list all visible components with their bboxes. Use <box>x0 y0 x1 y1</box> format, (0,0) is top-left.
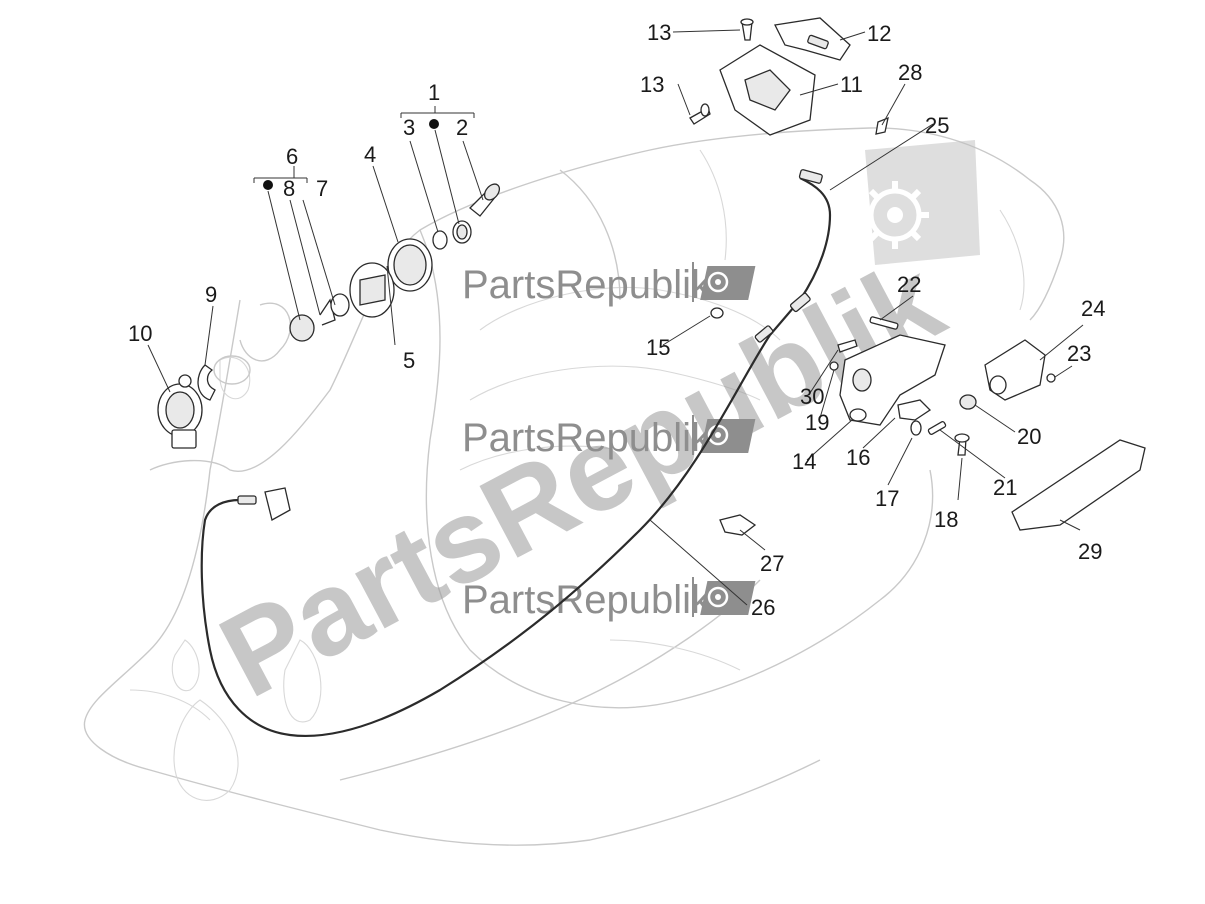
callout-15: 15 <box>646 335 670 360</box>
cable-clip <box>719 514 757 536</box>
callout-20: 20 <box>1017 424 1041 449</box>
callout-21: 21 <box>993 475 1017 500</box>
callout-12: 12 <box>867 21 891 46</box>
callout-3: 3 <box>403 115 415 140</box>
watermark-text: PartsRepublik <box>462 416 712 460</box>
watermark-row-1: PartsRepublik <box>462 262 756 307</box>
saddle-lock-parts-group <box>710 307 1056 456</box>
callout-26: 26 <box>751 595 775 620</box>
leader-lines <box>147 29 1084 606</box>
watermark-text: PartsRepublik <box>462 578 712 622</box>
cable-end-fitting <box>237 495 257 505</box>
callout-8: 8 <box>283 176 295 201</box>
callout-2: 2 <box>456 115 468 140</box>
gear-icon <box>700 419 756 453</box>
callout-13-top: 13 <box>647 20 671 45</box>
gear-icon <box>700 581 756 615</box>
callout-30: 30 <box>800 384 824 409</box>
callout-4: 4 <box>364 142 376 167</box>
callout-17: 17 <box>875 486 899 511</box>
callout-24: 24 <box>1081 296 1105 321</box>
callout-labels: 1 2 3 4 5 6 7 8 9 10 11 12 13 13 14 15 1… <box>128 20 1105 620</box>
callout-25: 25 <box>925 113 949 138</box>
callout-13-left: 13 <box>640 72 664 97</box>
callout-16: 16 <box>846 445 870 470</box>
cable-holder <box>264 487 291 521</box>
callout-28: 28 <box>898 60 922 85</box>
bullet-dot <box>429 119 439 129</box>
watermark-large: PartsRepublik <box>200 234 963 723</box>
release-cable <box>200 334 771 737</box>
bullet-dot <box>263 180 273 190</box>
callout-18: 18 <box>934 507 958 532</box>
callout-27: 27 <box>760 551 784 576</box>
gear-icon <box>700 266 756 300</box>
callout-9: 9 <box>205 282 217 307</box>
watermark-row-2: PartsRepublik <box>462 415 756 460</box>
callout-14: 14 <box>792 449 816 474</box>
callout-10: 10 <box>128 321 152 346</box>
scooter-frame-outline <box>83 127 1065 846</box>
callout-22: 22 <box>897 272 921 297</box>
lock-parts-group <box>157 183 501 449</box>
callout-5: 5 <box>403 348 415 373</box>
callout-29: 29 <box>1078 539 1102 564</box>
watermark-text: PartsRepublik <box>462 263 712 307</box>
callout-11: 11 <box>840 72 863 97</box>
gear-watermark-icon <box>861 140 980 265</box>
saddle-cover <box>1011 439 1146 531</box>
callout-19: 19 <box>805 410 829 435</box>
callout-1: 1 <box>428 80 440 105</box>
callout-7: 7 <box>316 176 328 201</box>
callout-6: 6 <box>286 144 298 169</box>
callout-23: 23 <box>1067 341 1091 366</box>
watermark-row-3: PartsRepublik <box>462 577 756 622</box>
upper-cable <box>769 177 832 336</box>
hinge-parts-group <box>689 17 889 136</box>
